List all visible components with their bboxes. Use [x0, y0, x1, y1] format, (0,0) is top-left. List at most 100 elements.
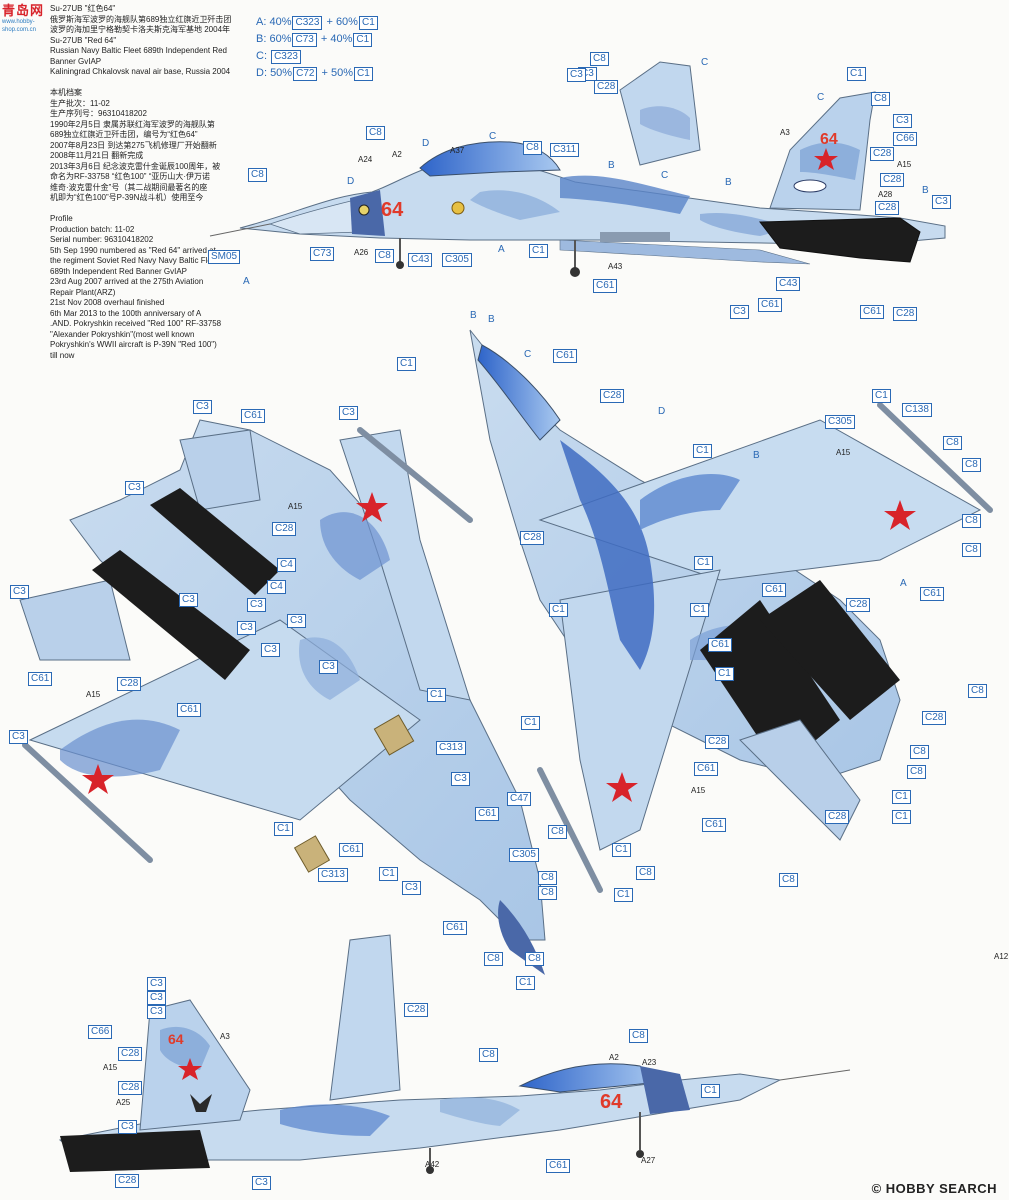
color-callout-tag: C1 — [427, 688, 446, 702]
color-letter-label: B — [725, 177, 732, 188]
color-callout-tag: C61 — [694, 762, 719, 776]
side-top-engine — [759, 217, 921, 263]
decal-code-label: A15 — [86, 690, 101, 699]
site-logo: 青岛网 www.hobby-shop.com.cn — [2, 4, 50, 34]
color-callout-tag: C61 — [708, 638, 733, 652]
color-callout-tag: C8 — [962, 514, 981, 528]
color-callout-tag: C8 — [779, 873, 798, 887]
legend-color-code: C1 — [353, 33, 373, 47]
history-line: 生产序列号：96310418202 — [50, 109, 147, 118]
color-callout-tag: C3 — [893, 114, 912, 128]
legend-percent: 50% — [270, 67, 293, 79]
hobby-search-watermark: © HOBBY SEARCH — [871, 1181, 997, 1196]
decal-code-label: A15 — [103, 1063, 118, 1072]
color-callout-tag: C1 — [614, 888, 633, 902]
decal-code-label: A24 — [358, 155, 373, 164]
color-callout-tag: C61 — [443, 921, 468, 935]
legend-key: B: — [256, 33, 270, 45]
color-callout-tag: C8 — [538, 886, 557, 900]
color-letter-label: D — [422, 138, 430, 149]
color-letter-label: C — [701, 57, 709, 68]
history-line: 俄罗斯海军波罗的海舰队第689独立红旗近卫歼击团 — [50, 14, 232, 24]
color-callout-tag: C43 — [776, 277, 801, 291]
color-callout-tag: C28 — [922, 711, 947, 725]
color-callout-tag: C61 — [177, 703, 202, 717]
decal-code-label: A12 — [994, 952, 1009, 961]
history-line: 1990年2月5日 隶属苏联红海军波罗的海舰队第 — [50, 119, 215, 129]
legend-key: A: — [256, 16, 270, 28]
color-callout-tag: C138 — [902, 403, 932, 417]
underside-engine-right — [150, 488, 280, 595]
color-callout-tag: C28 — [594, 80, 619, 94]
history-line: Russian Navy Baltic Fleet 689th Independ… — [50, 46, 227, 55]
decal-code-label: A28 — [878, 190, 893, 199]
underside-star-left — [82, 764, 114, 794]
top-view-star-lower — [606, 772, 638, 802]
color-callout-tag: C1 — [847, 67, 866, 81]
color-callout-tag: C8 — [248, 168, 267, 182]
color-callout-tag: C61 — [860, 305, 885, 319]
color-callout-tag: C3 — [237, 621, 256, 635]
color-callout-tag: C47 — [507, 792, 532, 806]
history-line: 命名为RF-33758 “红色100” “亚历山大·伊万诺 — [50, 172, 211, 181]
color-callout-tag: C3 — [10, 585, 29, 599]
color-callout-tag: C1 — [379, 867, 398, 881]
history-line: Serial number: 96310418202 — [50, 235, 154, 244]
history-line: Pokryshkin's WWII aircraft is P-39N "Red… — [50, 340, 217, 349]
history-line: "Alexander Pokryshkin"(most well known — [50, 329, 195, 339]
history-line: .AND. Pokryshkin received "Red 100" RF-3… — [50, 319, 222, 328]
color-callout-tag: C3 — [179, 593, 198, 607]
top-view-engine-right — [760, 580, 900, 720]
color-callout-tag: C1 — [521, 716, 540, 730]
decal-code-label: A43 — [608, 262, 623, 271]
history-line: 2013年3月6日 纪念波克雷什金诞辰100周年，被 — [50, 161, 221, 171]
color-callout-tag: C8 — [484, 952, 503, 966]
color-letter-label: B — [922, 185, 929, 196]
color-callout-tag: C8 — [375, 249, 394, 263]
decal-code-label: A15 — [836, 448, 851, 457]
color-callout-tag: C8 — [910, 745, 929, 759]
color-callout-tag: C8 — [871, 92, 890, 106]
decal-code-label: A2 — [609, 1053, 619, 1062]
legend-key: D: — [256, 67, 271, 79]
color-callout-tag: C1 — [529, 244, 548, 258]
history-line: 6th Mar 2013 to the 100th anniversary of… — [50, 308, 202, 318]
decal-code-label: A26 — [354, 248, 369, 257]
color-callout-tag: C61 — [593, 279, 618, 293]
color-callout-tag: C28 — [115, 1174, 140, 1188]
legend-color-code: C73 — [292, 33, 317, 47]
color-callout-tag: C28 — [272, 522, 297, 536]
color-callout-tag: C3 — [932, 195, 951, 209]
color-letter-label: C — [524, 349, 532, 360]
history-line: Profile — [50, 214, 73, 223]
color-callout-tag: C1 — [701, 1084, 720, 1098]
decal-code-label: A3 — [220, 1032, 230, 1041]
legend-color-code: C1 — [358, 16, 378, 30]
color-callout-tag: C3 — [247, 598, 266, 612]
color-callout-tag: C8 — [629, 1029, 648, 1043]
decal-code-label: A3 — [780, 128, 790, 137]
color-callout-tag: C66 — [88, 1025, 113, 1039]
color-callout-tag: C61 — [475, 807, 500, 821]
color-callout-tag: C3 — [193, 400, 212, 414]
color-callout-tag: C1 — [694, 556, 713, 570]
color-callout-tag: C28 — [705, 735, 730, 749]
color-callout-tag: C66 — [893, 132, 918, 146]
color-callout-tag: C3 — [252, 1176, 271, 1190]
color-callout-tag: C1 — [516, 976, 535, 990]
color-callout-tag: C3 — [147, 991, 166, 1005]
history-line: 2007年8月23日 到达第275飞机修理厂开始翻新 — [50, 140, 217, 150]
color-callout-tag: C28 — [875, 201, 900, 215]
color-letter-label: D — [347, 176, 355, 187]
color-letter-label: A — [900, 578, 907, 589]
decal-code-label: A2 — [392, 150, 402, 159]
history-line: till now — [50, 350, 75, 360]
history-line: Production batch: 11-02 — [50, 224, 135, 234]
color-callout-tag: C8 — [366, 126, 385, 140]
color-callout-tag: C8 — [479, 1048, 498, 1062]
history-line: 机即为“红色100”号P-39N战斗机）使用至今 — [50, 193, 204, 202]
color-callout-tag: C3 — [147, 977, 166, 991]
top-view-canopy — [477, 344, 561, 441]
decal-code-label: A25 — [116, 1098, 131, 1107]
color-callout-tag: C3 — [730, 305, 749, 319]
